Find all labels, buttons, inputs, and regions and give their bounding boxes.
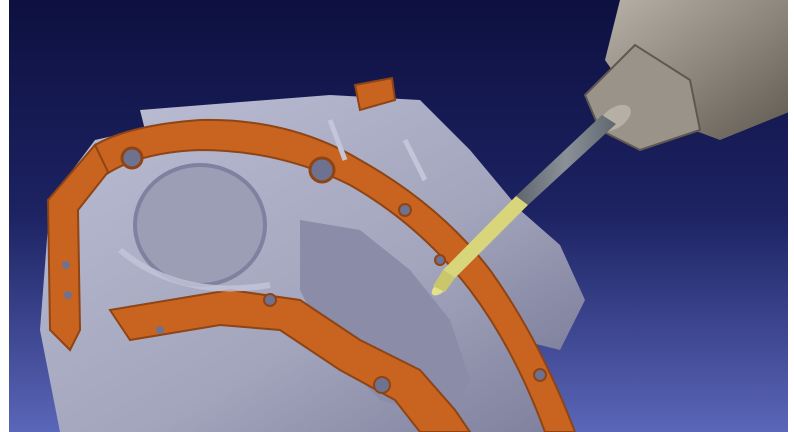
bolt-hole	[64, 291, 72, 299]
bolt-hole	[263, 293, 277, 307]
casting-rib	[118, 247, 271, 292]
bolt-hole	[62, 261, 70, 269]
casting-rib	[402, 138, 428, 182]
tool-tip-lower	[433, 270, 455, 292]
bolt-hole	[120, 146, 144, 170]
bolt-hole	[533, 368, 547, 382]
frame-border-left	[0, 0, 9, 432]
frame-border-right	[788, 0, 794, 432]
flange-left-edge	[46, 143, 110, 352]
bolt-hole	[308, 156, 336, 184]
casting-pocket	[300, 220, 470, 420]
flange-lower	[108, 288, 472, 432]
casting-dome	[133, 163, 267, 287]
bolt-hole	[434, 254, 446, 266]
bolt-hole	[156, 326, 164, 334]
bolt-hole	[398, 203, 412, 217]
tool-tip	[443, 196, 528, 278]
flange-top-nub	[353, 76, 397, 112]
bolt-hole	[373, 376, 391, 394]
tool-shank	[516, 115, 616, 205]
casting-rib	[327, 119, 348, 161]
